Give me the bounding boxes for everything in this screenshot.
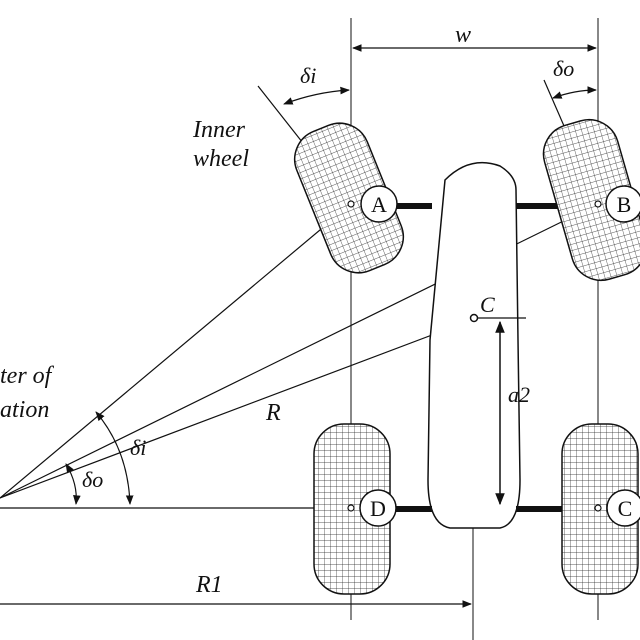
node-A: A bbox=[360, 185, 398, 223]
R1-label: R1 bbox=[195, 572, 223, 598]
wheel-center-A bbox=[347, 200, 355, 208]
node-B-label: B bbox=[617, 192, 632, 217]
delta-i-mid-label: δi bbox=[130, 435, 146, 460]
node-D: D bbox=[359, 489, 397, 527]
front-inner-wheel bbox=[293, 122, 405, 274]
delta-i-mid-arc bbox=[95, 411, 134, 505]
delta-i-top-label: δi bbox=[300, 63, 316, 88]
delta-o-mid-label: δo bbox=[82, 467, 103, 492]
node-C-rear-label: C bbox=[618, 496, 633, 521]
cg-point bbox=[469, 313, 479, 323]
node-A-label: A bbox=[371, 192, 387, 217]
delta-o-top-arc bbox=[552, 86, 597, 99]
center-of-rotation-label-line1: ter of bbox=[0, 363, 55, 389]
wheel-center-B bbox=[594, 200, 602, 208]
cg-label: C bbox=[480, 292, 495, 317]
ray-to-A bbox=[0, 203, 352, 499]
inner-wheel-label-line1: Inner bbox=[192, 117, 246, 143]
radius-R-line bbox=[0, 317, 478, 499]
wheel-center-D bbox=[347, 504, 355, 512]
delta-i-top-arc bbox=[283, 86, 350, 105]
radius-R-label: R bbox=[265, 400, 281, 426]
node-D-label: D bbox=[370, 496, 386, 521]
node-B: B bbox=[605, 185, 640, 223]
delta-o-top-label: δo bbox=[553, 56, 574, 81]
a2-label: a2 bbox=[508, 382, 530, 407]
inner-wheel-label-line2: wheel bbox=[193, 146, 249, 172]
center-of-rotation-label-line2: ation bbox=[0, 397, 49, 423]
delta-o-mid-arc bbox=[65, 463, 81, 505]
vehicle-body bbox=[427, 162, 521, 529]
w-label: w bbox=[455, 22, 471, 48]
wheel-center-C bbox=[594, 504, 602, 512]
node-C-rear: C bbox=[606, 489, 640, 527]
